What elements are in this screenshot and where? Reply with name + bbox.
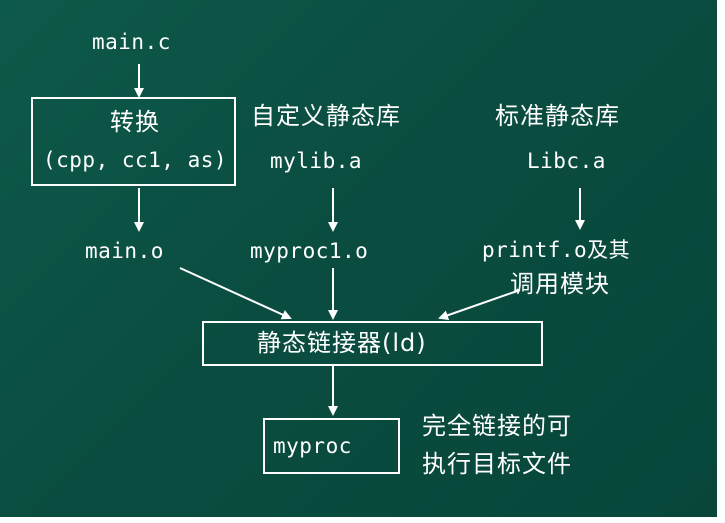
right-border: [717, 0, 725, 523]
convert-box: [31, 97, 236, 186]
custom-lib-title: 自定义静态库: [251, 102, 401, 130]
output-desc-line2: 执行目标文件: [422, 450, 572, 478]
node-printf-o: printf.o及其: [482, 238, 631, 262]
node-myproc: myproc: [273, 434, 352, 458]
myproc-box: [263, 418, 400, 474]
arrow-printf-to-linker: [438, 289, 521, 321]
arrow-maino-to-linker: [179, 267, 292, 320]
node-main-o: main.o: [85, 239, 164, 263]
node-mylib-a: mylib.a: [270, 149, 363, 173]
linker-box: [202, 321, 543, 366]
linker-label: 静态链接器(ld): [257, 329, 427, 357]
convert-title: 转换: [110, 108, 160, 136]
node-libc-a: Libc.a: [527, 149, 606, 173]
node-printf-modules: 调用模块: [510, 270, 610, 298]
node-myproc1-o: myproc1.o: [250, 239, 369, 263]
node-main-c: main.c: [92, 30, 171, 54]
std-lib-title: 标准静态库: [495, 102, 620, 130]
convert-tools: (cpp, cc1, as): [43, 148, 228, 172]
bottom-border: [0, 517, 725, 523]
output-desc-line1: 完全链接的可: [422, 412, 572, 440]
